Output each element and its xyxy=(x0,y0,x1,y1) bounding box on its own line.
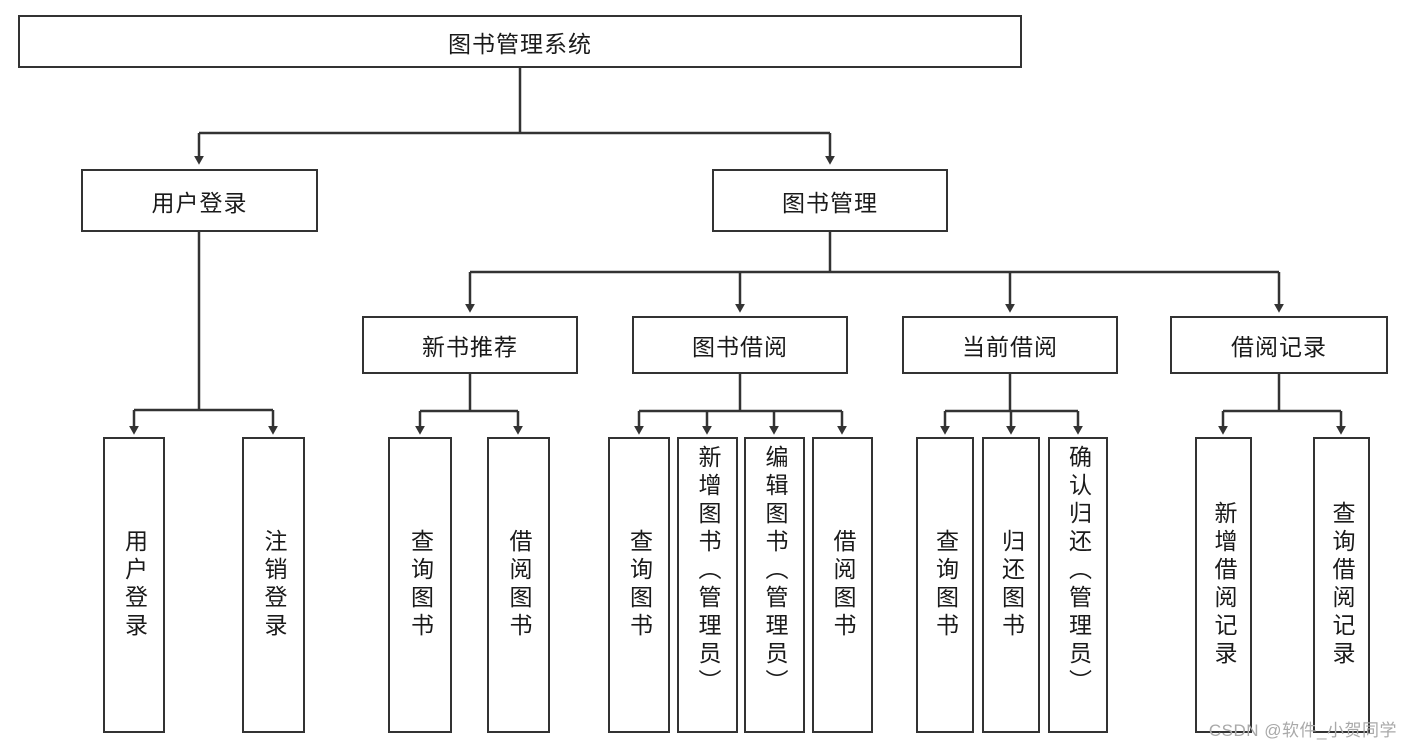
node-label: 新增借阅记录 xyxy=(1211,501,1237,669)
leaf-return-book[interactable]: 归还图书 xyxy=(982,437,1040,733)
node-label: 图书管理 xyxy=(782,189,878,216)
node-label: 用户登录 xyxy=(151,189,248,216)
node-book-manage[interactable]: 图书管理 xyxy=(712,169,948,232)
leaf-query-borrow-record[interactable]: 查询借阅记录 xyxy=(1313,437,1370,733)
node-label: 查询借阅记录 xyxy=(1329,501,1355,669)
node-label: 借阅图书 xyxy=(830,529,856,641)
leaf-user-logout[interactable]: 注销登录 xyxy=(242,437,305,733)
node-user-login[interactable]: 用户登录 xyxy=(81,169,318,232)
node-label: 借阅图书 xyxy=(506,529,532,641)
leaf-borrow-book-1[interactable]: 借阅图书 xyxy=(487,437,550,733)
leaf-query-book-1[interactable]: 查询图书 xyxy=(388,437,452,733)
node-label: 当前借阅 xyxy=(962,334,1058,360)
leaf-borrow-book-2[interactable]: 借阅图书 xyxy=(812,437,873,733)
node-label: 借阅记录 xyxy=(1231,334,1327,360)
node-label: 新书推荐 xyxy=(422,334,518,360)
node-label: 用户登录 xyxy=(121,529,148,641)
node-label: 确认归还（管理员） xyxy=(1065,445,1092,697)
node-label: 查询图书 xyxy=(407,529,434,641)
node-label: 归还图书 xyxy=(998,529,1025,641)
leaf-confirm-return-admin[interactable]: 确认归还（管理员） xyxy=(1048,437,1108,733)
node-label: 新增图书（管理员） xyxy=(695,445,721,697)
node-book-borrow[interactable]: 图书借阅 xyxy=(632,316,848,374)
node-label: 注销登录 xyxy=(261,529,287,641)
node-current-borrow[interactable]: 当前借阅 xyxy=(902,316,1118,374)
node-label: 编辑图书（管理员） xyxy=(762,445,788,697)
node-label: 图书借阅 xyxy=(692,334,788,360)
node-borrow-record[interactable]: 借阅记录 xyxy=(1170,316,1388,374)
leaf-edit-book-admin[interactable]: 编辑图书（管理员） xyxy=(744,437,805,733)
node-label: 查询图书 xyxy=(626,529,653,641)
leaf-add-borrow-record[interactable]: 新增借阅记录 xyxy=(1195,437,1252,733)
node-label: 查询图书 xyxy=(932,529,959,641)
node-new-book-recommend[interactable]: 新书推荐 xyxy=(362,316,578,374)
node-root-system[interactable]: 图书管理系统 xyxy=(18,15,1022,68)
node-label: 图书管理系统 xyxy=(448,30,592,57)
leaf-user-login[interactable]: 用户登录 xyxy=(103,437,165,733)
leaf-add-book-admin[interactable]: 新增图书（管理员） xyxy=(677,437,738,733)
leaf-query-book-3[interactable]: 查询图书 xyxy=(916,437,974,733)
leaf-query-book-2[interactable]: 查询图书 xyxy=(608,437,670,733)
csdn-watermark: CSDN @软件_小贺同学 xyxy=(1208,721,1397,740)
